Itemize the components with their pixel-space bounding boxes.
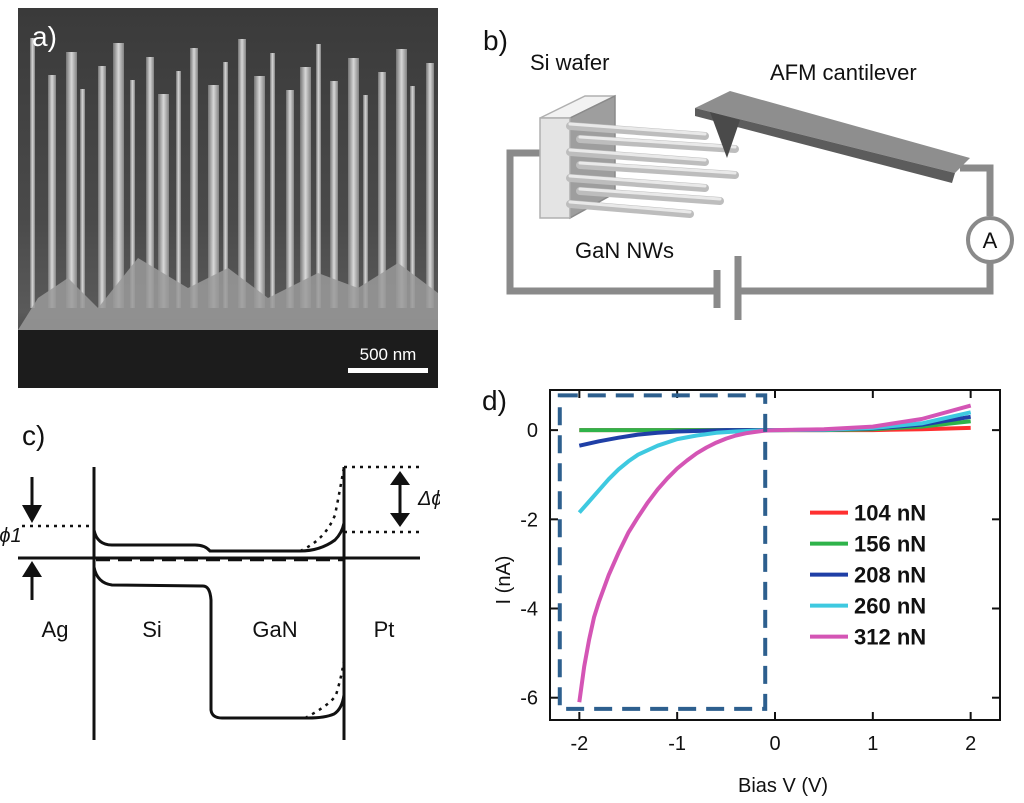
scale-bar-label: 500 nm (360, 345, 417, 364)
nanowire (176, 71, 181, 308)
afm-cantilever (695, 91, 970, 173)
x-tick-label: -2 (570, 733, 588, 755)
region-pt: Pt (374, 617, 395, 642)
nanowire (80, 89, 85, 308)
nanowire (66, 52, 77, 308)
valence-band (92, 566, 346, 720)
gan-nws-label: GaN NWs (575, 238, 674, 263)
si-wafer-block (539, 117, 571, 219)
x-tick-label: 2 (965, 733, 976, 755)
y-tick-label: -6 (520, 688, 538, 710)
nanowire (566, 148, 709, 166)
nanowire (576, 187, 724, 205)
afm-cantilever-label: AFM cantilever (770, 60, 917, 85)
legend-label: 104 nN (854, 501, 926, 526)
nanowire (363, 95, 368, 308)
ammeter-icon (966, 216, 1014, 264)
nanowire (146, 57, 154, 308)
nanowire (190, 48, 198, 308)
y-axis-label: I (nA) (493, 556, 515, 605)
region-gan: GaN (252, 617, 297, 642)
delta-phi1-label: Δϕ1 (0, 525, 22, 547)
nanowire (316, 44, 321, 308)
region-si: Si (142, 617, 162, 642)
panel-b-label: b) (483, 25, 508, 56)
nanowire (254, 76, 265, 308)
nanowire (576, 135, 739, 153)
sem-image-panel: 500 nm a) (18, 8, 438, 388)
legend-label: 312 nN (854, 625, 926, 650)
nanowire-array (566, 122, 739, 218)
afm-schematic-panel: b) Si wafer AFM cantilever GaN NWs A (455, 8, 1020, 328)
scale-bar (348, 368, 428, 373)
nanowire (98, 66, 106, 308)
si-wafer-label: Si wafer (530, 50, 609, 75)
band-diagram: c) Δϕ1 Δϕ2 Ag Si GaN Pt (0, 420, 440, 740)
sem-image: 500 nm a) (18, 8, 438, 388)
region-ag: Ag (42, 617, 69, 642)
afm-schematic: b) Si wafer AFM cantilever GaN NWs A (483, 25, 1014, 320)
panel-d-label: d) (482, 385, 507, 416)
circuit-wire-left (506, 149, 717, 295)
nanowire (566, 122, 709, 140)
nanowire (48, 75, 56, 308)
nanowire (566, 200, 694, 218)
nanowire-group (30, 38, 434, 308)
nanowire (158, 94, 169, 308)
nanowire (270, 53, 275, 308)
nanowire (396, 49, 407, 308)
nanowire (30, 38, 35, 308)
nanowire (378, 72, 386, 308)
legend-label: 156 nN (854, 532, 926, 557)
nanowire (223, 62, 228, 308)
y-tick-label: 0 (527, 420, 538, 442)
panel-a-label: a) (32, 21, 57, 52)
iv-chart: d) Bias V (V) I (nA) -2 -1 0 1 2 0 -2 -4 -6 104 n… (482, 385, 1001, 797)
nanowire (130, 80, 135, 308)
nanowire (410, 86, 415, 308)
nanowire (208, 85, 219, 308)
ammeter-label: A (983, 228, 998, 253)
conduction-band (92, 522, 346, 553)
x-tick-label: 0 (769, 733, 780, 755)
nanowire (238, 39, 246, 308)
nanowire (330, 81, 338, 308)
nanowire (300, 67, 311, 308)
nanowire (113, 43, 124, 308)
circuit-wire-right (738, 263, 994, 295)
nanowire (348, 58, 359, 308)
circuit-wire-top (960, 164, 994, 216)
nanowire (286, 90, 294, 308)
x-axis-label: Bias V (V) (738, 775, 828, 797)
y-tick-label: -2 (520, 509, 538, 531)
series-line (577, 403, 972, 703)
nanowire (566, 174, 709, 192)
highlight-box (557, 393, 768, 711)
afm-tip (710, 112, 740, 158)
delta-phi2-label: Δϕ2 (417, 488, 440, 510)
panel-c-label: c) (22, 420, 45, 451)
nanowire (576, 161, 739, 179)
y-tick-label: -4 (520, 599, 538, 621)
legend-label: 260 nN (854, 594, 926, 619)
band-diagram-panel: c) Δϕ1 Δϕ2 Ag Si GaN Pt (0, 405, 440, 803)
legend-label: 208 nN (854, 563, 926, 588)
x-tick-label: 1 (867, 733, 878, 755)
x-tick-label: -1 (668, 733, 686, 755)
iv-chart-panel: d) Bias V (V) I (nA) -2 -1 0 1 2 0 -2 -4 -6 104 n… (470, 380, 1024, 803)
nanowire (426, 63, 434, 308)
